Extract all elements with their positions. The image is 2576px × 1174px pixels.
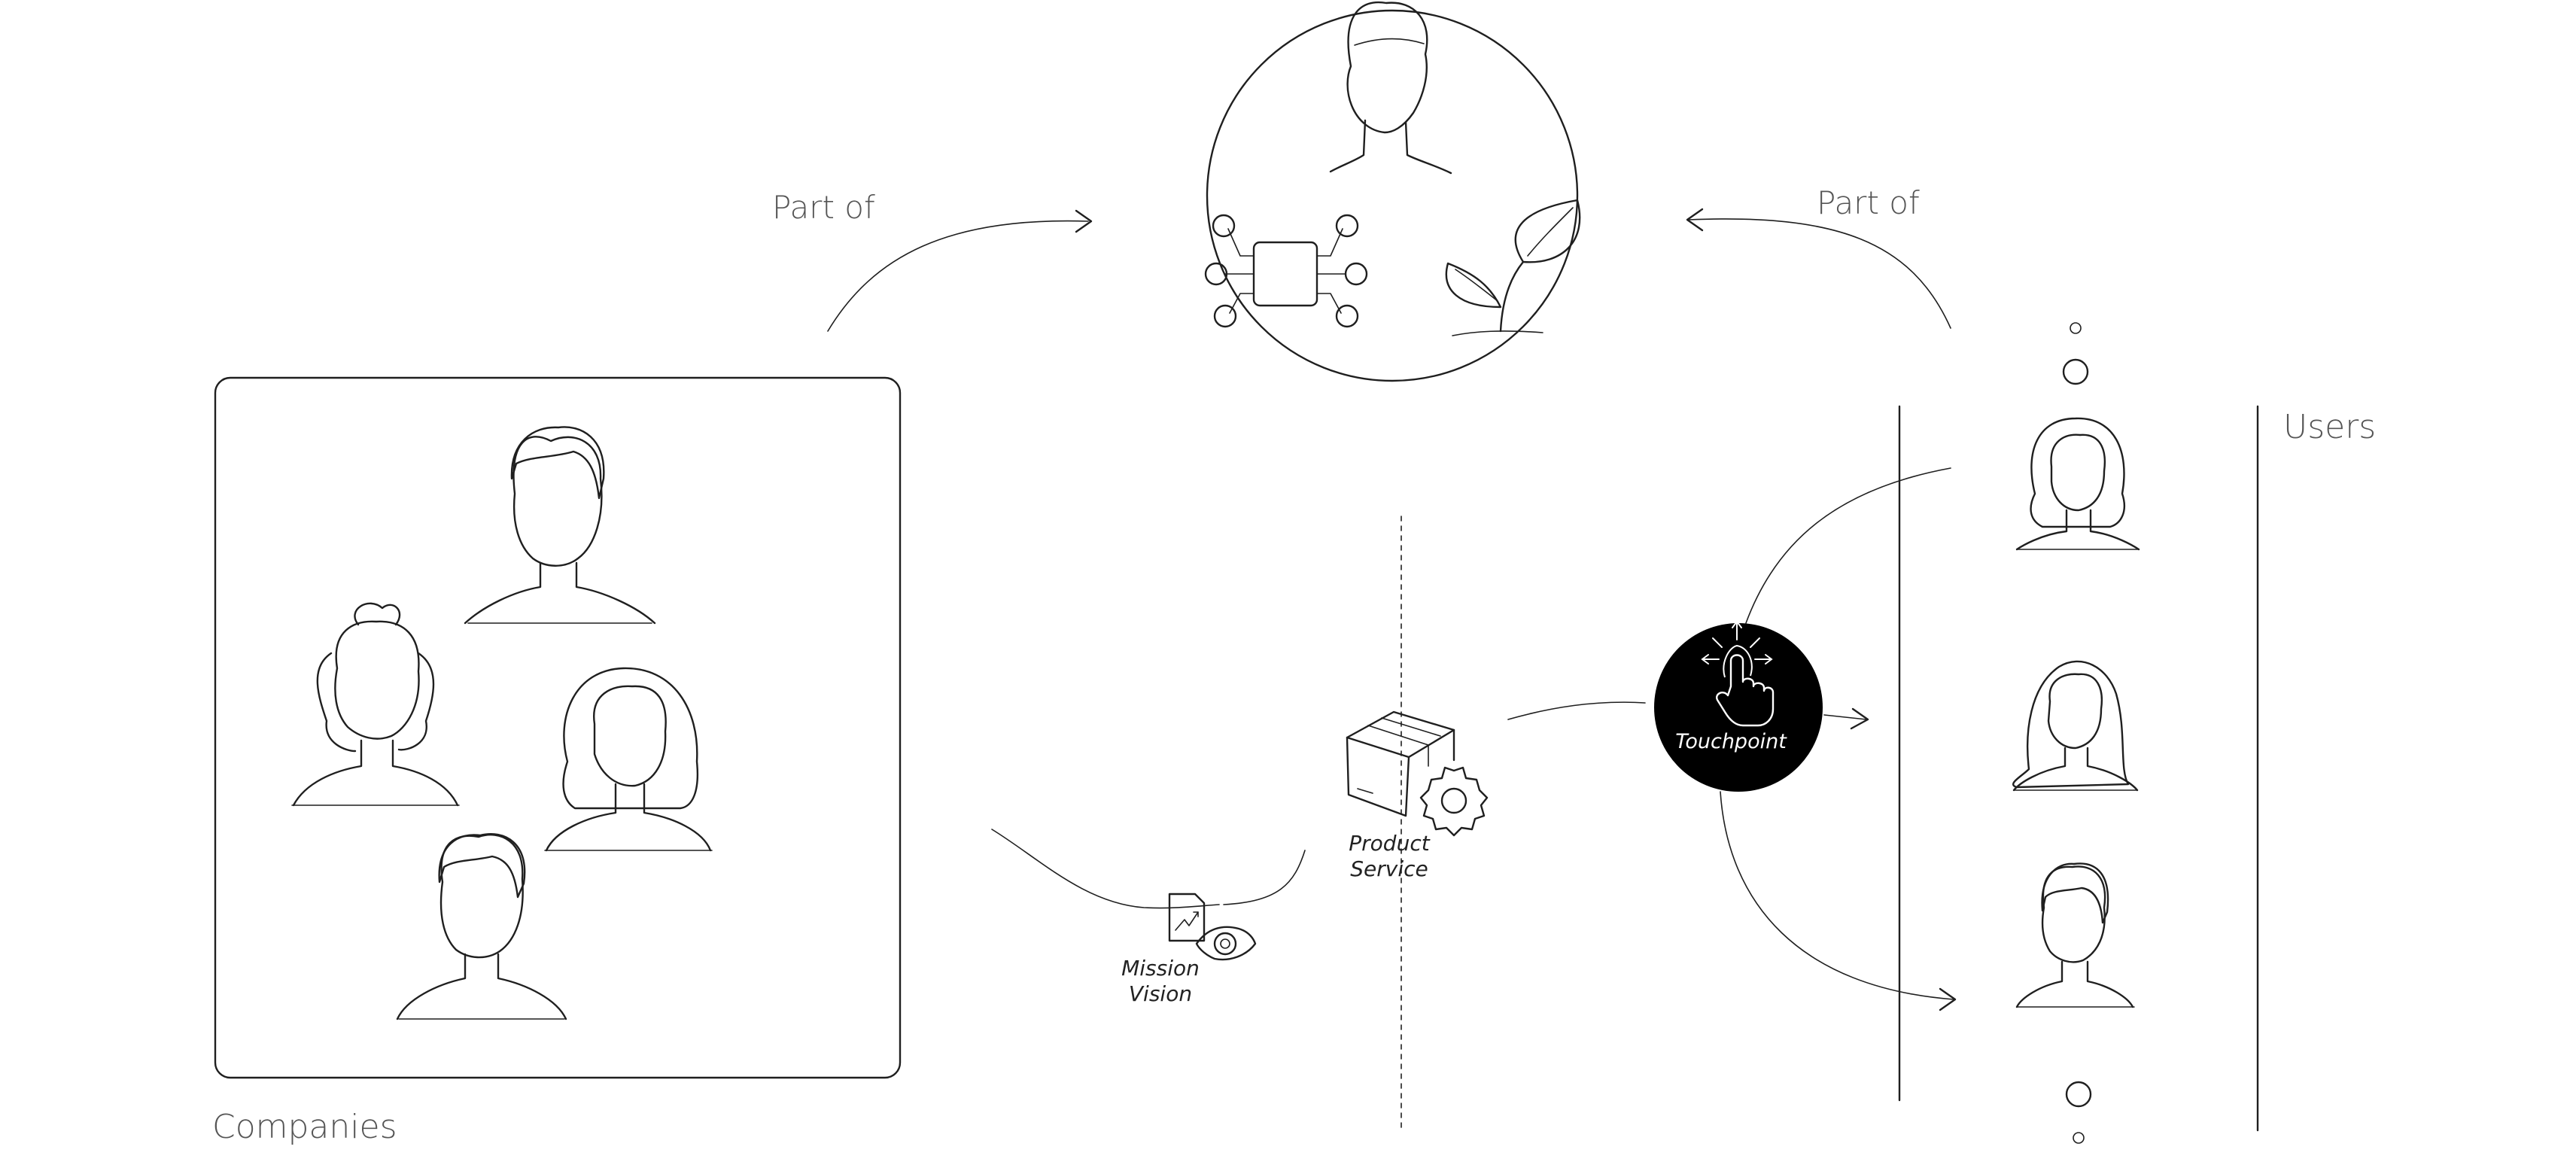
service-label: Service <box>1350 856 1428 881</box>
user-person-icon <box>2012 660 2139 792</box>
users-label: Users <box>2283 408 2376 446</box>
touchpoint-circle <box>1654 623 1823 792</box>
part-of-left-label: Part of <box>772 189 875 226</box>
company-person-icon <box>291 602 460 807</box>
user-person-icon <box>2015 862 2135 1008</box>
touchpoint-label: Touchpoint <box>1675 730 1787 753</box>
society-circle-group <box>1204 1 1581 382</box>
touchpoint-to-user-bottom-arrow <box>1720 791 1957 1011</box>
part-of-left-connector <box>827 209 1093 332</box>
product-to-touchpoint-connector <box>1507 701 1646 720</box>
part-of-right-label: Part of <box>1817 184 1920 221</box>
more-users-dot-small-top <box>2070 322 2082 334</box>
technology-chip-icon <box>1204 214 1368 328</box>
hand-pointer-icon <box>1701 620 1775 727</box>
mission-label: Mission <box>1121 956 1200 981</box>
companies-label: Companies <box>212 1108 397 1146</box>
mission-to-product-connector <box>1223 850 1306 905</box>
society-circle <box>1206 9 1579 382</box>
mission-vision-icon <box>1168 893 1257 961</box>
touchpoint-to-user-top-connector <box>1745 467 1951 624</box>
touchpoint-node: Touchpoint <box>1654 620 1823 792</box>
user-person-icon <box>2015 417 2140 551</box>
more-users-dot-top <box>2062 358 2089 385</box>
company-person-icon <box>544 667 713 852</box>
product-label: Product <box>1349 831 1430 856</box>
more-users-dot-bottom <box>2065 1081 2092 1108</box>
person-icon <box>1329 1 1452 175</box>
companies-box <box>214 376 902 1079</box>
company-person-icon <box>464 426 656 625</box>
more-users-dot-small-bottom <box>2073 1132 2085 1144</box>
companies-to-mission-connector <box>991 829 1220 909</box>
product-service-icon <box>1346 710 1489 837</box>
company-person-icon <box>396 833 567 1020</box>
nature-leaf-icon <box>1445 199 1581 336</box>
touchpoint-to-user-middle-arrow <box>1823 707 1869 730</box>
part-of-right-connector <box>1686 208 1951 329</box>
vision-label: Vision <box>1129 981 1192 1006</box>
